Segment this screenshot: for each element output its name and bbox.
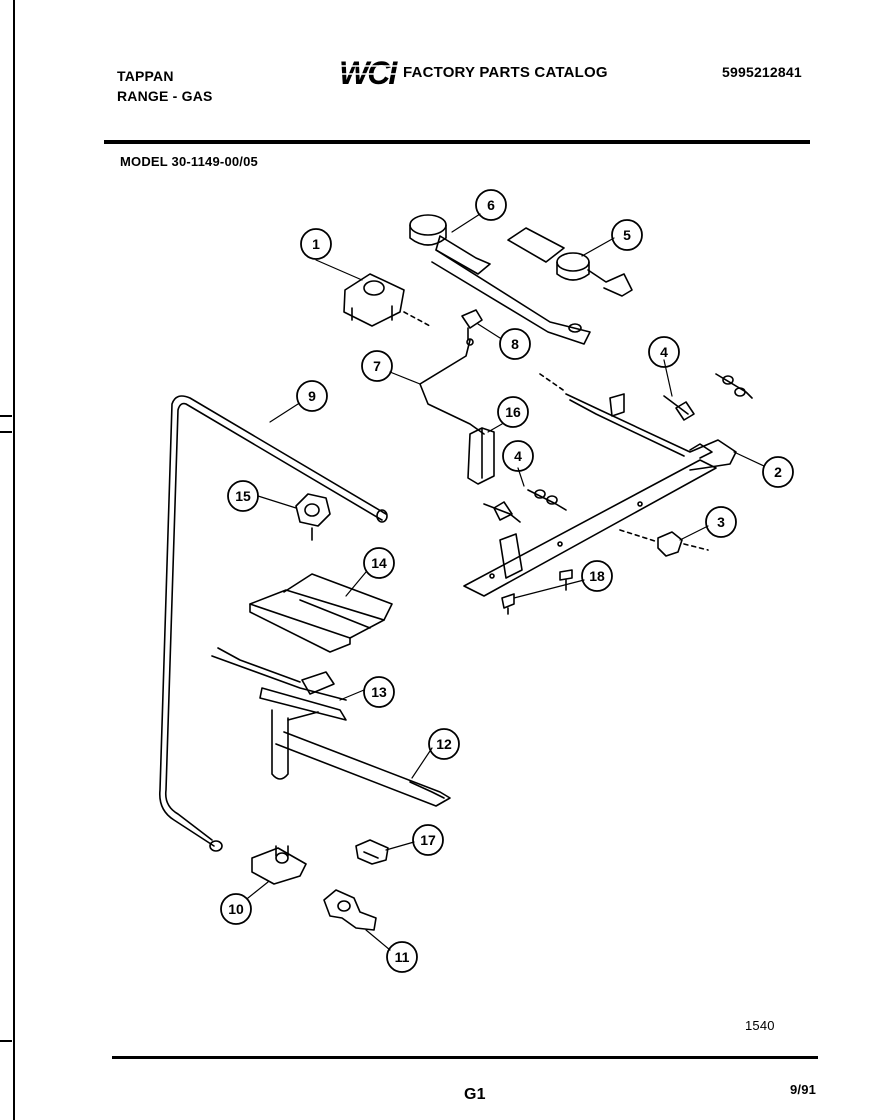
- callout-6: 6: [487, 197, 495, 213]
- issue-date: 9/91: [790, 1082, 817, 1097]
- callout-9: 9: [308, 388, 316, 404]
- callout-4: 4: [514, 448, 522, 464]
- callout-circles: [220, 189, 794, 973]
- callout-numbers: 1 6 5 8 7 4 9 16 2 4 15 3 14 18 13 12 17…: [228, 197, 782, 965]
- part-14-baffle: [249, 573, 393, 653]
- page-code: G1: [464, 1086, 486, 1103]
- appliance-type: RANGE - GAS: [117, 88, 213, 104]
- part-4-electrode: [483, 489, 567, 523]
- model-number: MODEL 30-1149-00/05: [120, 154, 258, 169]
- drawing-code: 1540: [745, 1018, 775, 1033]
- part-4-electrode: [663, 373, 753, 421]
- callout-3: 3: [717, 514, 725, 530]
- margin-mark: [0, 1040, 12, 1042]
- callout-15: 15: [235, 488, 251, 504]
- part-16-igniter-module: [467, 427, 495, 485]
- part-3-clip: [619, 529, 709, 557]
- part-18-screw: [501, 569, 573, 615]
- margin-mark: [0, 415, 12, 417]
- leader-lines: [247, 213, 765, 951]
- part-11-mounting-clip: [323, 889, 377, 931]
- part-9-gas-tube: [158, 395, 388, 852]
- callout-17: 17: [420, 832, 436, 848]
- callout-8: 8: [511, 336, 519, 352]
- callout-16: 16: [505, 404, 521, 420]
- part-1-burner-valve: [343, 273, 431, 327]
- callout-11: 11: [395, 949, 410, 965]
- callout-12: 12: [436, 736, 452, 752]
- part-10-bracket: [251, 845, 307, 885]
- callout-18: 18: [589, 568, 605, 584]
- catalog-title: FACTORY PARTS CATALOG: [403, 64, 608, 81]
- part-15-nut: [295, 493, 331, 541]
- header-rule: [104, 140, 810, 144]
- margin-mark: [0, 431, 12, 433]
- callout-10: 10: [228, 901, 244, 917]
- wci-logo: WCI: [338, 56, 400, 90]
- part-2-manifold: [463, 373, 737, 597]
- callout-7: 7: [373, 358, 381, 374]
- part-7-pilot-tube: [419, 338, 485, 435]
- catalog-part-number: 5995212841: [722, 64, 802, 80]
- part-5-top-burner: [507, 227, 633, 297]
- callout-14: 14: [371, 555, 387, 571]
- brand-block: TAPPAN RANGE - GAS: [117, 66, 213, 106]
- callout-13: 13: [371, 684, 387, 700]
- logo-text: WCI: [339, 56, 398, 90]
- part-6-top-burner: [409, 214, 591, 345]
- callout-5: 5: [623, 227, 631, 243]
- callout-2: 2: [774, 464, 782, 480]
- part-12-burner-tube: [275, 731, 451, 807]
- callout-4: 4: [660, 344, 668, 360]
- part-17-clamp: [355, 839, 389, 865]
- footer-rule: [112, 1056, 818, 1059]
- scan-border: [13, 0, 15, 1120]
- part-13-oven-burner: [211, 647, 347, 780]
- brand-name: TAPPAN: [117, 68, 174, 84]
- part-8-orifice: [461, 309, 483, 341]
- callout-1: 1: [312, 236, 320, 252]
